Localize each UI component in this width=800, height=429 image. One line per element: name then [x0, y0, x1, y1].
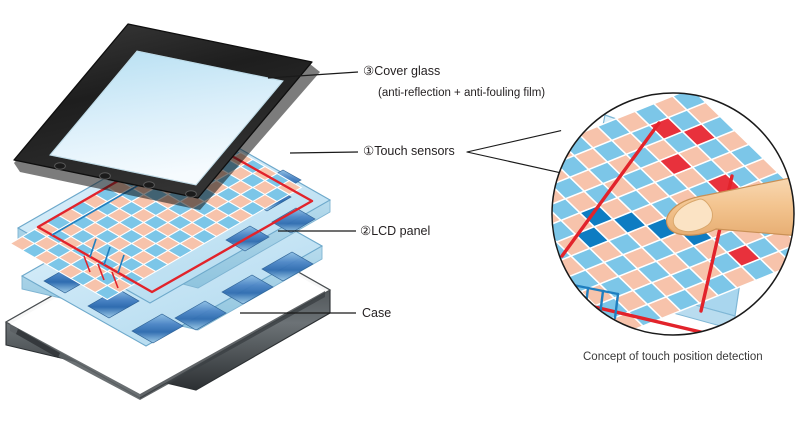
layer-cover-glass — [13, 23, 320, 210]
label-cover-glass-sub: (anti-reflection + anti-fouling film) — [378, 87, 546, 99]
finger-icon — [666, 175, 794, 237]
detail-magnified-view — [551, 92, 795, 336]
label-cover-glass: ③Cover glass — [363, 64, 441, 78]
leader-touch-sensors — [289, 151, 359, 154]
label-lcd-panel: ②LCD panel — [360, 224, 431, 238]
label-case: Case — [362, 306, 392, 320]
detail-view-caption: Concept of touch position detection — [583, 351, 763, 363]
bezel-buttons — [54, 162, 197, 198]
leader-cover-glass — [267, 71, 359, 79]
label-touch-sensors: ①Touch sensors — [363, 144, 455, 158]
sensor-red-leads — [83, 255, 119, 289]
leader-lines — [240, 71, 359, 314]
detail-circle-outline — [551, 92, 795, 336]
